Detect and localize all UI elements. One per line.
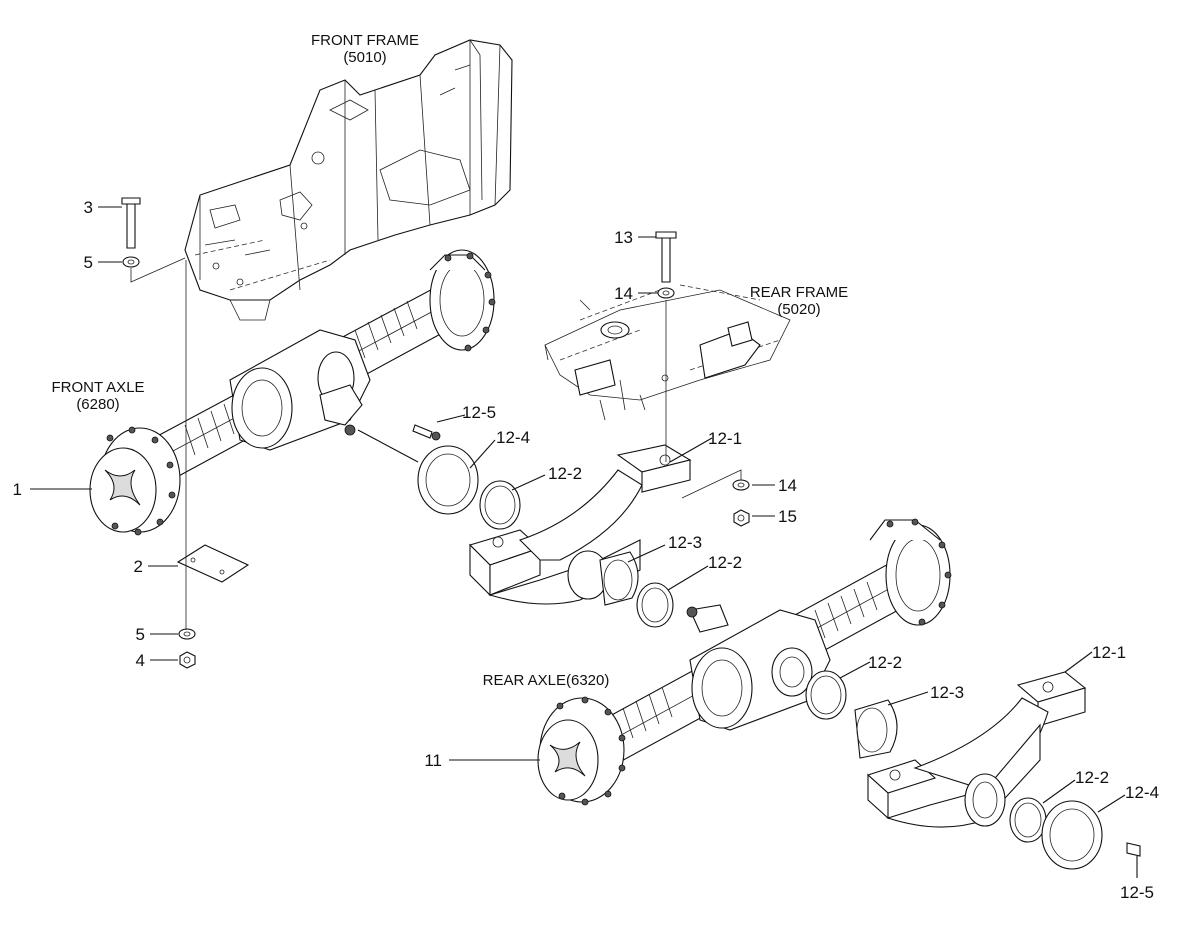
rear-axle-drawing [537, 518, 952, 806]
callout-label: 14 [778, 476, 797, 495]
callout-label: 5 [84, 253, 93, 272]
callout-label: 2 [134, 557, 143, 576]
callout-label: 12-4 [496, 428, 530, 447]
rear-frame-title: REAR FRAME [750, 284, 848, 301]
rear-axle-title: REAR AXLE(6320) [483, 672, 610, 689]
callout-label: 12-1 [1092, 643, 1126, 662]
callout-label: 13 [614, 228, 633, 247]
callout-label: 12-2 [548, 464, 582, 483]
callout-label: 12-1 [708, 429, 742, 448]
front-axle-title: FRONT AXLE [51, 379, 144, 396]
assembly-titles: FRONT FRAME (5010) REAR FRAME (5020) FRO… [51, 32, 848, 689]
callout-label: 12-5 [462, 403, 496, 422]
callout-label: 15 [778, 507, 797, 526]
rear-frame-code: (5020) [777, 301, 820, 318]
rear-frame-drawing [544, 284, 791, 421]
front-frame-title: FRONT FRAME [311, 32, 419, 49]
callout-label: 14 [614, 284, 633, 303]
callout-label: 12-5 [1120, 883, 1154, 902]
callout-label: 12-2 [1075, 768, 1109, 787]
callout-label: 1 [13, 480, 22, 499]
callout-label: 12-2 [708, 553, 742, 572]
callout-label: 3 [84, 198, 93, 217]
callout-labels: 1 2 3 4 5 5 11 12-1 12-1 12-2 12-2 12-2 … [13, 198, 1160, 902]
front-mount-hardware [121, 197, 250, 669]
callout-label: 12-4 [1125, 783, 1159, 802]
callout-label: 12-3 [668, 533, 702, 552]
leader-lines [30, 206, 1138, 878]
rear-mount-hardware [655, 231, 750, 527]
callout-label: 12-3 [930, 683, 964, 702]
front-frame-code: (5010) [343, 49, 386, 66]
callout-label: 4 [136, 651, 145, 670]
front-axle-code: (6280) [76, 396, 119, 413]
callout-label: 5 [136, 625, 145, 644]
front-axle-drawing [89, 249, 496, 536]
callout-label: 12-2 [868, 653, 902, 672]
callout-label: 11 [424, 751, 442, 770]
front-frame-drawing [184, 39, 513, 321]
front-axle-support-drawing [412, 424, 692, 628]
rear-axle-support-drawing [805, 670, 1141, 870]
